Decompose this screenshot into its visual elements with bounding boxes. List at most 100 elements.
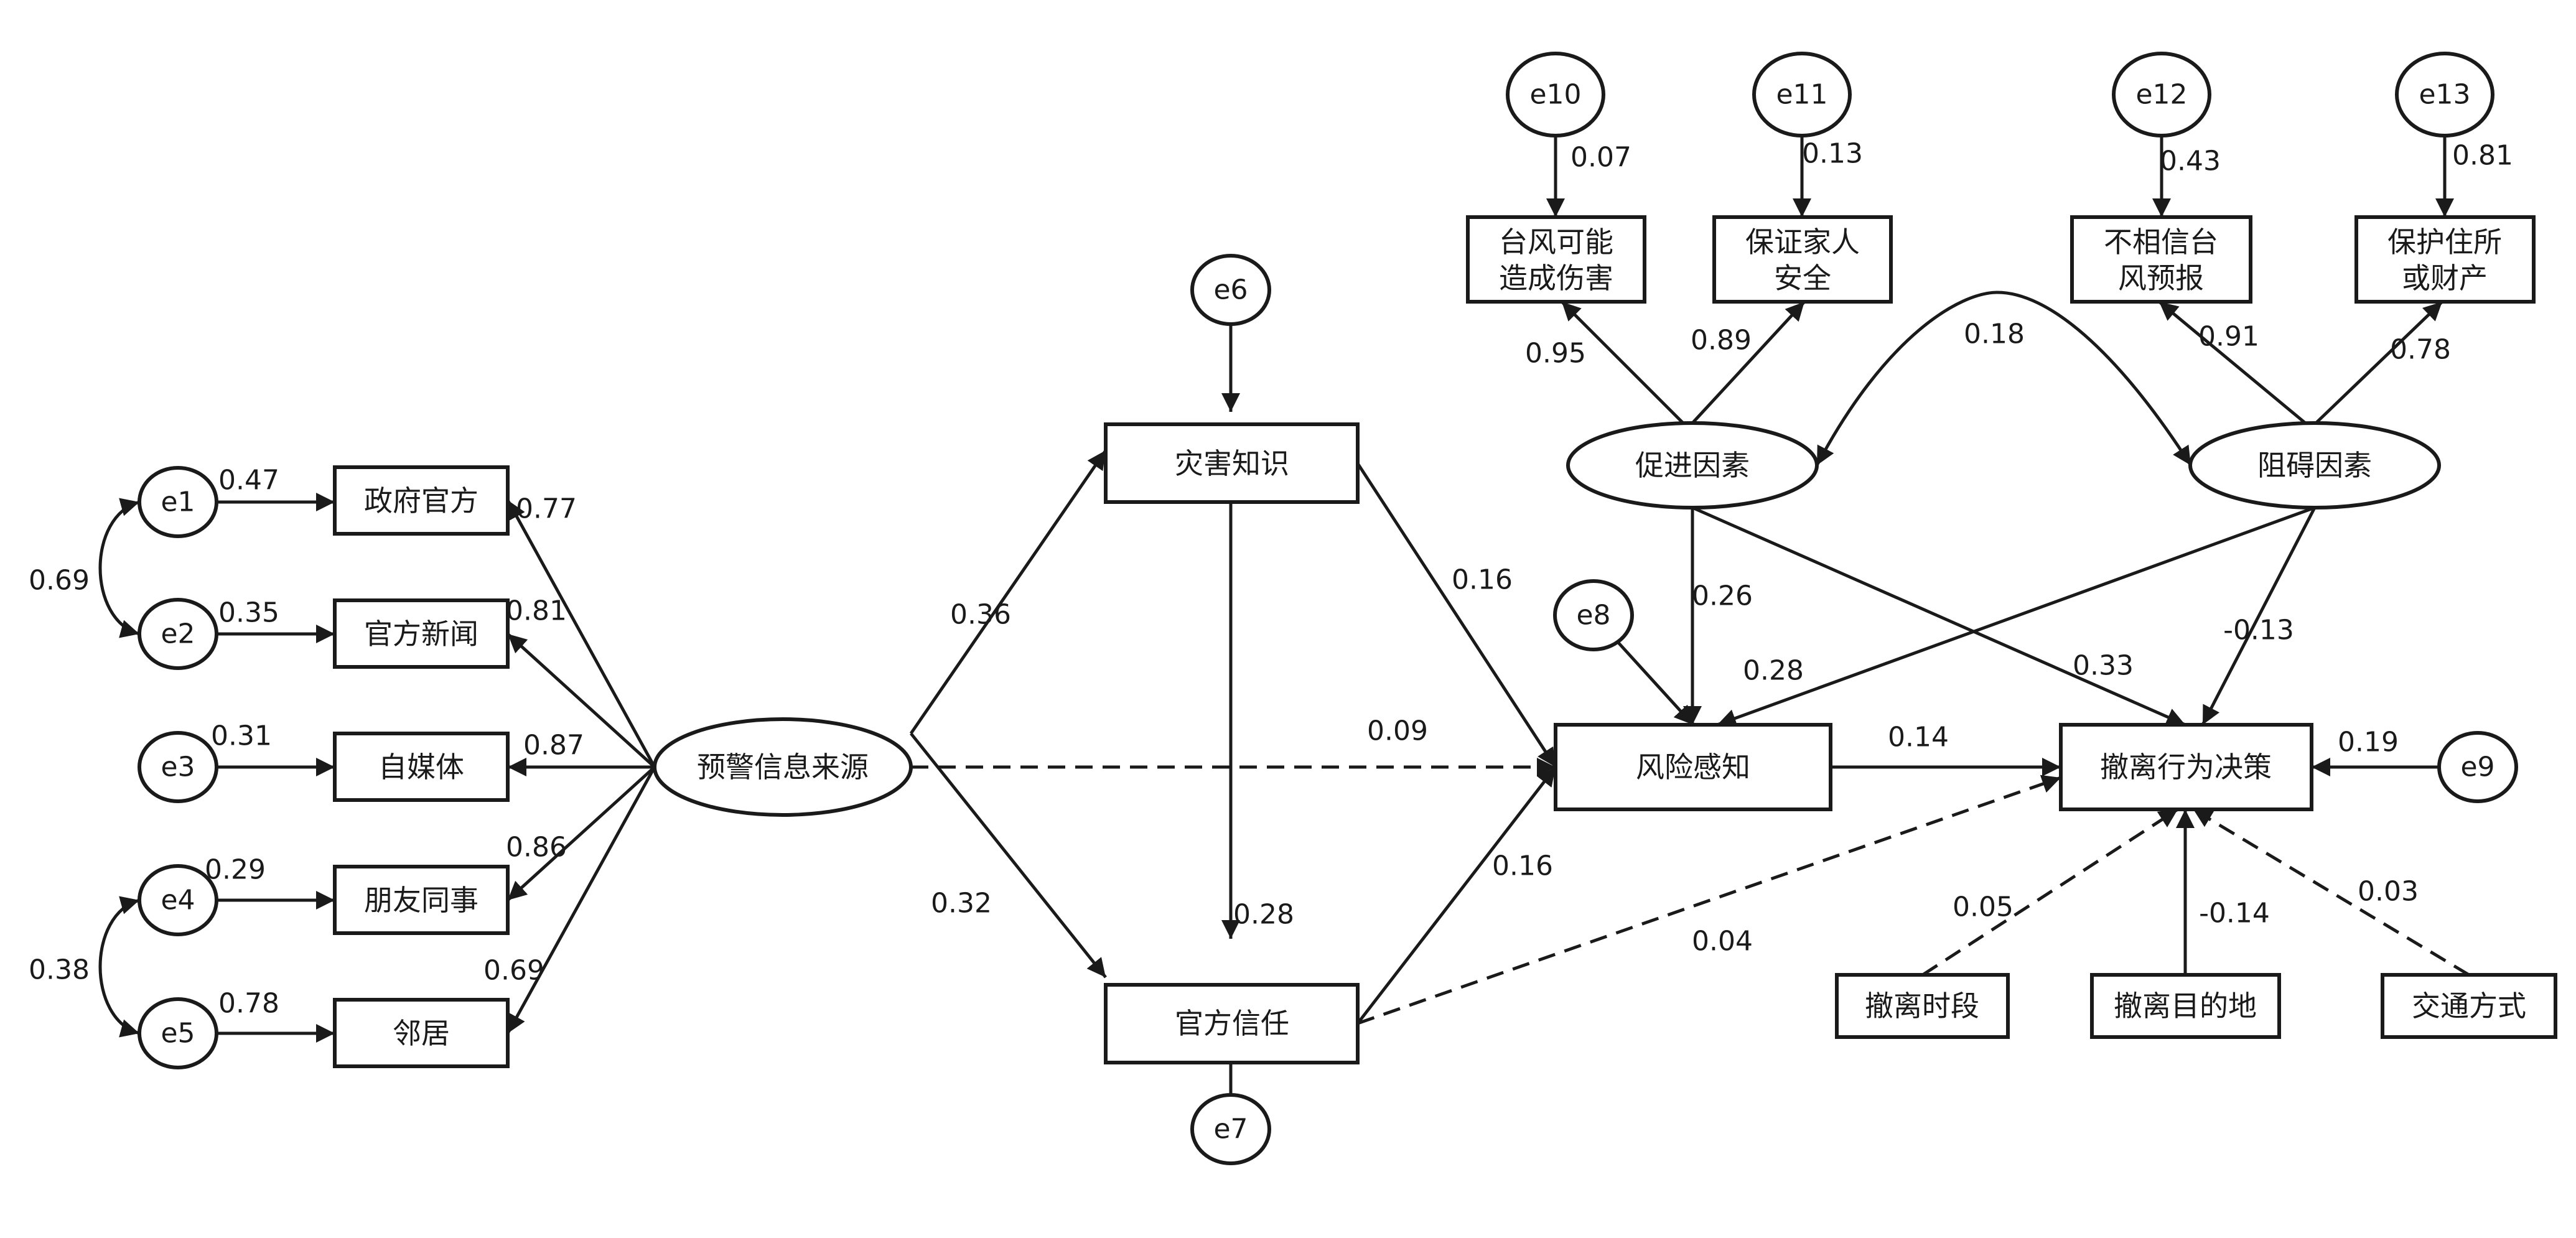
edge-promo-harm [1561, 300, 1684, 424]
coef-hinder-protect: 0.78 [2390, 334, 2451, 366]
cov-e1-e2 [98, 498, 140, 638]
error-e4-label: e4 [161, 885, 195, 916]
coef-cov-promo-hinder: 0.18 [1964, 319, 2025, 350]
cov-e4-e5 [98, 896, 140, 1038]
error-e5: e5 [138, 997, 218, 1069]
error-e6: e6 [1190, 254, 1271, 326]
error-e3-label: e3 [161, 752, 195, 783]
node-gov-official: 政府官方 [333, 465, 510, 536]
edge-hinder-protect [2315, 300, 2443, 424]
node-typhoon-harm-line2: 造成伤害 [1499, 261, 1613, 295]
coef-promo-family: 0.89 [1691, 325, 1752, 356]
error-e12-label: e12 [2135, 79, 2187, 111]
node-evacuation-decision-label: 撤离行为决策 [2100, 750, 2272, 784]
error-e11: e11 [1752, 52, 1852, 137]
latent-promoting-label: 促进因素 [1635, 449, 1750, 482]
latent-hindering-label: 阻碍因素 [2257, 449, 2372, 482]
error-e9: e9 [2437, 731, 2518, 803]
coef-hinder-decision: -0.13 [2223, 615, 2294, 646]
edge-src-gov [506, 499, 656, 768]
node-disaster-knowledge-label: 灾害知识 [1175, 447, 1289, 480]
coef-src-knowledge: 0.36 [950, 599, 1011, 631]
edge-trust-decision [1357, 775, 2061, 1025]
latent-promoting: 促进因素 [1566, 421, 1819, 510]
node-protect-property-line1: 保护住所 [2387, 225, 2502, 259]
node-typhoon-harm-line1: 台风可能 [1499, 225, 1613, 259]
edge-src-neighbors [506, 766, 656, 1035]
coef-promo-decision: 0.33 [2073, 650, 2134, 682]
node-family-safety-line1: 保证家人 [1745, 225, 1860, 259]
node-self-media-label: 自媒体 [378, 750, 464, 784]
error-e5-label: e5 [161, 1018, 195, 1050]
coef-e3-self: 0.31 [211, 720, 272, 752]
node-evac-time-label: 撤离时段 [1865, 989, 1979, 1023]
edge-hinder-risk [1717, 506, 2315, 727]
error-e2-label: e2 [161, 618, 195, 650]
coef-e5-neighbors: 0.78 [218, 988, 279, 1020]
node-official-news-label: 官方新闻 [364, 617, 478, 651]
coef-src-neighbors: 0.69 [483, 955, 544, 987]
coef-e10-harm: 0.07 [1570, 142, 1631, 174]
error-e1-label: e1 [161, 486, 195, 518]
coef-risk-decision: 0.14 [1888, 722, 1949, 753]
node-self-media: 自媒体 [333, 732, 510, 802]
coef-transport-decision: 0.03 [2358, 876, 2419, 908]
edge-hinder-decision [2201, 506, 2317, 726]
coef-src-gov: 0.77 [516, 493, 577, 525]
error-e3: e3 [138, 731, 218, 803]
edge-src-news [506, 633, 656, 768]
coef-src-risk: 0.09 [1367, 715, 1428, 747]
error-e11-label: e11 [1776, 79, 1827, 111]
coef-src-self: 0.87 [523, 730, 584, 761]
error-e7-label: e7 [1213, 1114, 1248, 1145]
edge-promo-family [1691, 300, 1806, 424]
node-protect-property: 保护住所 或财产 [2354, 215, 2536, 304]
error-e13: e13 [2395, 52, 2494, 137]
error-e10: e10 [1506, 52, 1605, 137]
node-protect-property-line2: 或财产 [2402, 261, 2488, 295]
node-evac-time: 撤离时段 [1835, 973, 2010, 1039]
coef-e12-distrust: 0.43 [2160, 146, 2221, 177]
node-neighbors-label: 邻居 [393, 1017, 450, 1050]
edge-src-friends [506, 766, 656, 901]
edge-knowledge-risk [1356, 462, 1557, 768]
edge-src-trust [910, 732, 1107, 979]
error-e8: e8 [1553, 579, 1634, 651]
node-risk-perception: 风险感知 [1554, 723, 1832, 811]
node-official-news: 官方新闻 [333, 598, 510, 669]
coef-knowledge-risk: 0.16 [1452, 564, 1513, 596]
cov-promo-hinder [1815, 291, 2193, 467]
edge-hinder-distrust [2158, 300, 2307, 424]
node-risk-perception-label: 风险感知 [1636, 750, 1750, 784]
coef-src-trust: 0.32 [931, 888, 992, 919]
node-official-trust-label: 官方信任 [1175, 1007, 1289, 1040]
coef-e13-protect: 0.81 [2452, 140, 2513, 172]
coef-knowledge-trust: 0.28 [1233, 899, 1294, 931]
edge-evac-time-decision [1921, 807, 2179, 977]
node-evac-dest: 撤离目的地 [2090, 973, 2281, 1039]
node-distrust-forecast: 不相信台 风预报 [2070, 215, 2252, 304]
node-evacuation-decision: 撤离行为决策 [2059, 723, 2313, 811]
coef-promo-risk: 0.26 [1692, 580, 1753, 612]
coefficient-labels: 0.47 0.35 0.31 0.29 0.78 0.69 0.38 0.77 … [29, 138, 2513, 1020]
edges [98, 136, 2470, 1095]
coef-e4-friends: 0.29 [205, 854, 266, 886]
error-e6-label: e6 [1213, 274, 1248, 306]
error-e13-label: e13 [2419, 79, 2470, 111]
error-e8-label: e8 [1576, 600, 1610, 631]
node-transport-label: 交通方式 [2412, 989, 2526, 1023]
coef-hinder-distrust: 0.91 [2198, 321, 2259, 353]
edge-trust-risk [1356, 766, 1557, 1025]
error-e9-label: e9 [2460, 752, 2494, 783]
coef-cov-e4-e5: 0.38 [29, 954, 90, 986]
node-disaster-knowledge: 灾害知识 [1104, 422, 1360, 504]
coef-trust-risk: 0.16 [1492, 850, 1553, 882]
node-family-safety: 保证家人 安全 [1712, 215, 1893, 304]
error-e12: e12 [2112, 52, 2211, 137]
coef-e9-decision: 0.19 [2338, 727, 2399, 758]
edge-src-knowledge [909, 449, 1108, 735]
coef-evac-dest-decision: -0.14 [2199, 898, 2270, 929]
latent-warning-source: 预警信息来源 [653, 717, 913, 817]
node-distrust-forecast-line1: 不相信台 [2104, 225, 2218, 259]
